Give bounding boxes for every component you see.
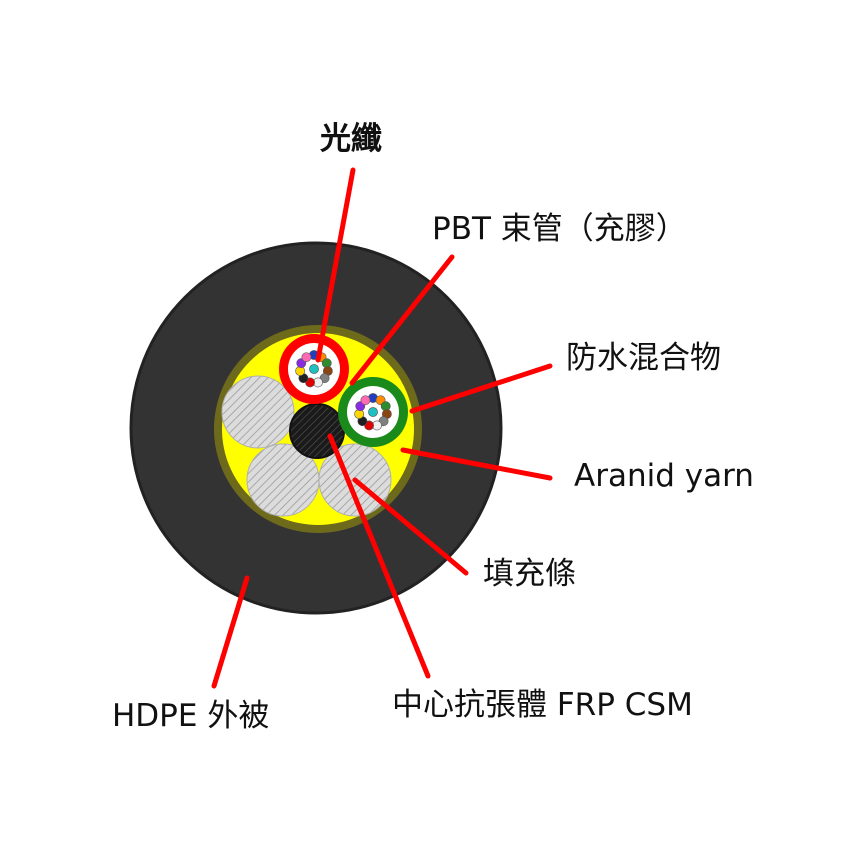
- leader-fiber: [315, 167, 356, 363]
- red-tube-fiber-12: [309, 364, 319, 374]
- label-filler-rod: 填充條: [483, 556, 576, 592]
- label-hdpe-jacket: HDPE 外被: [112, 698, 270, 734]
- label-central-strength-member: 中心抗張體 FRP CSM: [392, 687, 693, 723]
- leader-csm: [327, 433, 431, 679]
- label-water-blocking: 防水混合物: [566, 340, 721, 376]
- leader-lines: [211, 167, 553, 689]
- leader-filler-rod: [352, 477, 469, 576]
- fiber-bundle-green-tube: [354, 393, 392, 431]
- green-tube-fiber-12: [368, 407, 378, 417]
- leader-water-blocking: [409, 363, 553, 414]
- leader-pbt-tube: [349, 254, 455, 386]
- red-tube-fiber-11: [301, 352, 312, 363]
- fiber-bundle-red-tube: [295, 350, 333, 388]
- green-tube-fiber-11: [360, 395, 371, 406]
- leader-aramid-yarn: [400, 447, 553, 481]
- label-aramid-yarn: Aranid yarn: [574, 458, 754, 494]
- label-pbt-tube: PBT 束管（充膠）: [432, 211, 687, 247]
- filler-rod-left: [221, 375, 295, 449]
- label-fiber: 光纖: [320, 121, 382, 157]
- leader-hdpe-jacket: [211, 575, 250, 689]
